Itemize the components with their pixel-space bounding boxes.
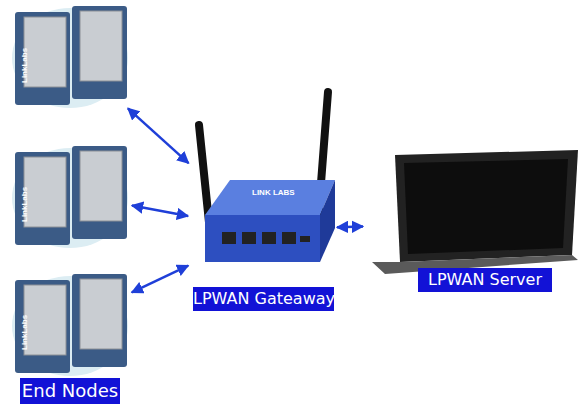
device-node: LINK LABS LPWAN Gateaway [190,150,335,310]
logo-text: LINK LABS [252,188,295,197]
logo-text: LinkLabs [20,187,29,222]
device-node: LinkLabs [10,270,130,374]
logo-text: LinkLabs [20,315,29,350]
link-arrow [337,225,363,228]
gateway-device [199,92,335,262]
laptop [372,150,578,274]
link-arrow [132,266,188,293]
device-node: LinkLabs [10,5,130,107]
node-label: LPWAN Server [418,268,552,292]
device-node: LinkLabs [10,142,130,246]
group-label: End Nodes [20,378,120,404]
link-arrow [128,108,189,163]
node-label: LPWAN Gateaway [193,287,334,311]
device-node: LPWAN Server [365,150,577,295]
logo-text: LinkLabs [20,48,29,83]
link-arrow [132,206,188,216]
end-node-modules [12,6,128,376]
